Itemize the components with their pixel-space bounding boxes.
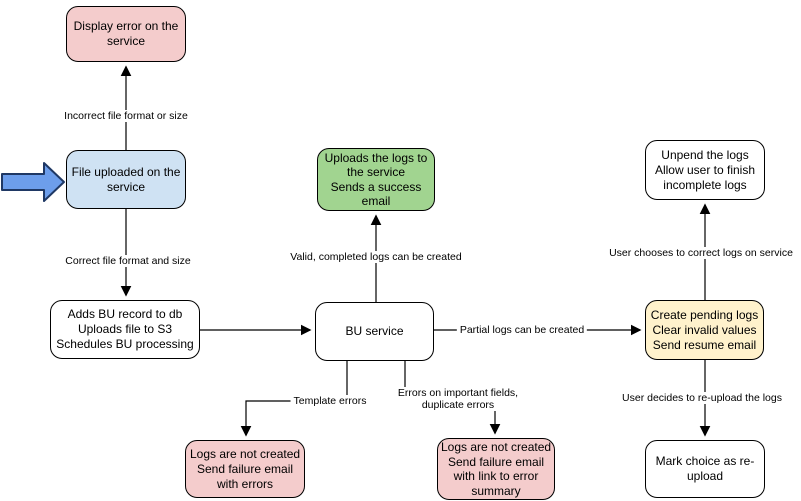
node-line: with link to error: [453, 469, 539, 483]
edge-label-valid-completed: Valid, completed logs can be created: [287, 251, 465, 263]
node-line: Send failure email: [447, 454, 545, 469]
node-fail-field-errors: Logs are not created Send failure email …: [437, 438, 555, 500]
node-line: Uploads the logs to: [324, 150, 428, 165]
node-line: the service: [346, 165, 406, 179]
node-line: incomplete logs: [663, 177, 747, 192]
node-unpend-logs: Unpend the logs Allow user to finish inc…: [645, 140, 765, 200]
node-fail-template-errors: Logs are not created Send failure email …: [185, 440, 305, 498]
node-line: upload: [686, 469, 724, 483]
node-line: Schedules BU processing: [56, 337, 194, 351]
node-line: Logs are not created: [440, 440, 552, 454]
edge-label-errors-important: Errors on important fields, duplicate er…: [394, 387, 522, 411]
edge-label-incorrect-format: Incorrect file format or size: [61, 110, 191, 122]
edge-label-partial-logs: Partial logs can be created: [456, 324, 588, 336]
node-line: with errors: [216, 476, 273, 491]
node-line: Allow user to finish: [654, 162, 756, 177]
edge-label-template-errors: Template errors: [290, 395, 370, 407]
node-file-uploaded: File uploaded on the service: [66, 150, 186, 209]
node-line: Logs are not created: [189, 446, 301, 461]
input-flow-arrow-icon: [1, 162, 65, 202]
node-line: Create pending logs: [650, 307, 759, 322]
node-bu-service: BU service: [315, 302, 434, 361]
node-line: BU service: [345, 324, 404, 338]
node-line: Mark choice as re-: [655, 454, 755, 468]
edge-label-line: duplicate errors: [421, 399, 495, 411]
node-line: Unpend the logs: [661, 147, 749, 162]
node-line: email: [361, 194, 391, 208]
edge-label-line: Errors on important fields,: [397, 387, 519, 399]
node-mark-choice-reupload: Mark choice as re- upload: [645, 440, 765, 498]
node-line: summary: [471, 483, 521, 498]
node-line: Sends a success: [330, 179, 422, 194]
node-display-error: Display error on the service: [66, 6, 186, 62]
node-uploads-logs-success: Uploads the logs to the service Sends a …: [317, 148, 435, 211]
edge-label-user-decides: User decides to re-upload the logs: [619, 392, 785, 404]
node-line: File uploaded on the: [71, 164, 181, 179]
node-line: Send resume email: [652, 337, 757, 352]
node-line: Adds BU record to db: [67, 307, 183, 321]
node-line: Send failure email: [196, 461, 294, 476]
node-line: Clear invalid values: [652, 322, 757, 337]
node-create-pending-logs: Create pending logs Clear invalid values…: [645, 300, 764, 360]
edge-label-correct-format: Correct file format and size: [62, 255, 194, 267]
edge-label-user-chooses: User chooses to correct logs on service: [606, 247, 796, 259]
node-line: service: [106, 179, 145, 194]
node-adds-bu-record: Adds BU record to db Uploads file to S3 …: [50, 300, 200, 359]
node-line: Uploads file to S3: [77, 322, 173, 336]
node-line: service: [106, 34, 145, 48]
node-line: Display error on the: [73, 19, 179, 33]
